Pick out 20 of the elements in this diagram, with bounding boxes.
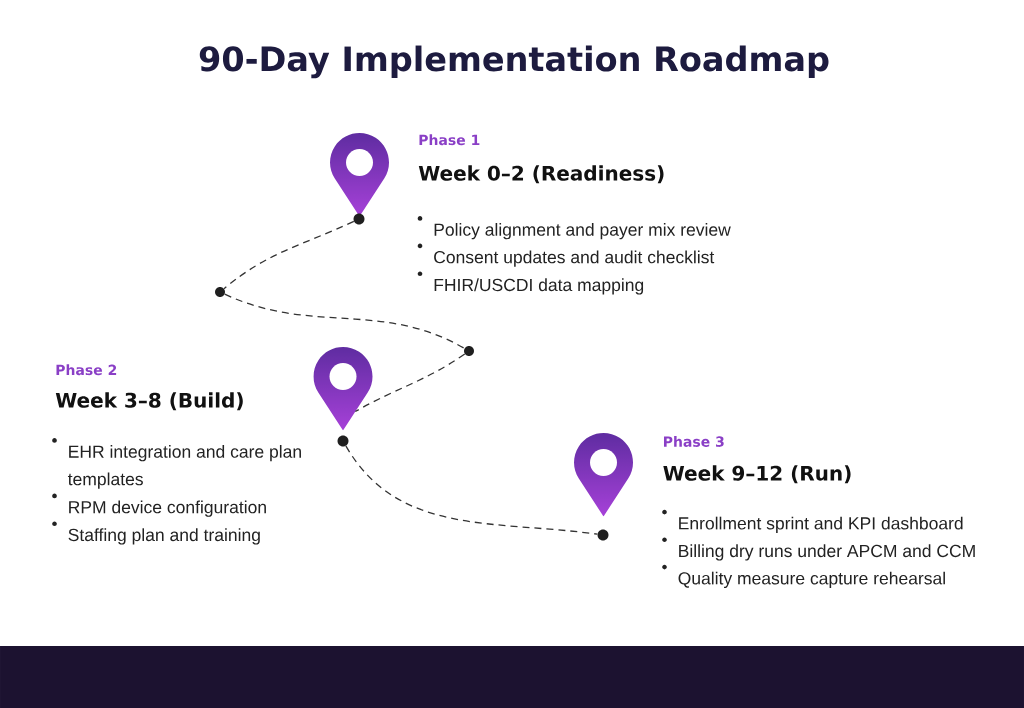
phase-heading: Week 3–8 (Build) <box>55 392 243 411</box>
phase-label: Phase 3 <box>664 436 724 447</box>
dashed-line <box>224 293 466 350</box>
list-item: Enrollment sprint and KPI dashboard <box>679 516 963 533</box>
list-item: Quality measure capture rehearsal <box>678 571 945 588</box>
list-item: RPM device configuration <box>69 500 266 517</box>
phase-label: Phase 1 <box>419 134 480 146</box>
phase-heading: Week 0–2 (Readiness) <box>418 165 664 184</box>
title: 90-Day Implementation Roadmap <box>199 45 829 79</box>
dashed-line <box>354 353 466 413</box>
list-item: EHR integration and care plan templates <box>68 445 301 489</box>
list-item: Consent updates and audit checklist <box>434 250 715 267</box>
list-item: Staffing plan and training <box>68 528 260 545</box>
list-item: Billing dry runs under APCM and CCM <box>679 544 975 561</box>
dashed-line <box>345 445 598 535</box>
list-item: Policy alignment and payer mix review <box>434 223 731 240</box>
dashed-line <box>223 220 355 290</box>
phase-heading: Week 9–12 (Run) <box>663 465 851 484</box>
list-item: FHIR/USCDI data mapping <box>434 278 644 295</box>
phase-label: Phase 2 <box>56 364 117 376</box>
